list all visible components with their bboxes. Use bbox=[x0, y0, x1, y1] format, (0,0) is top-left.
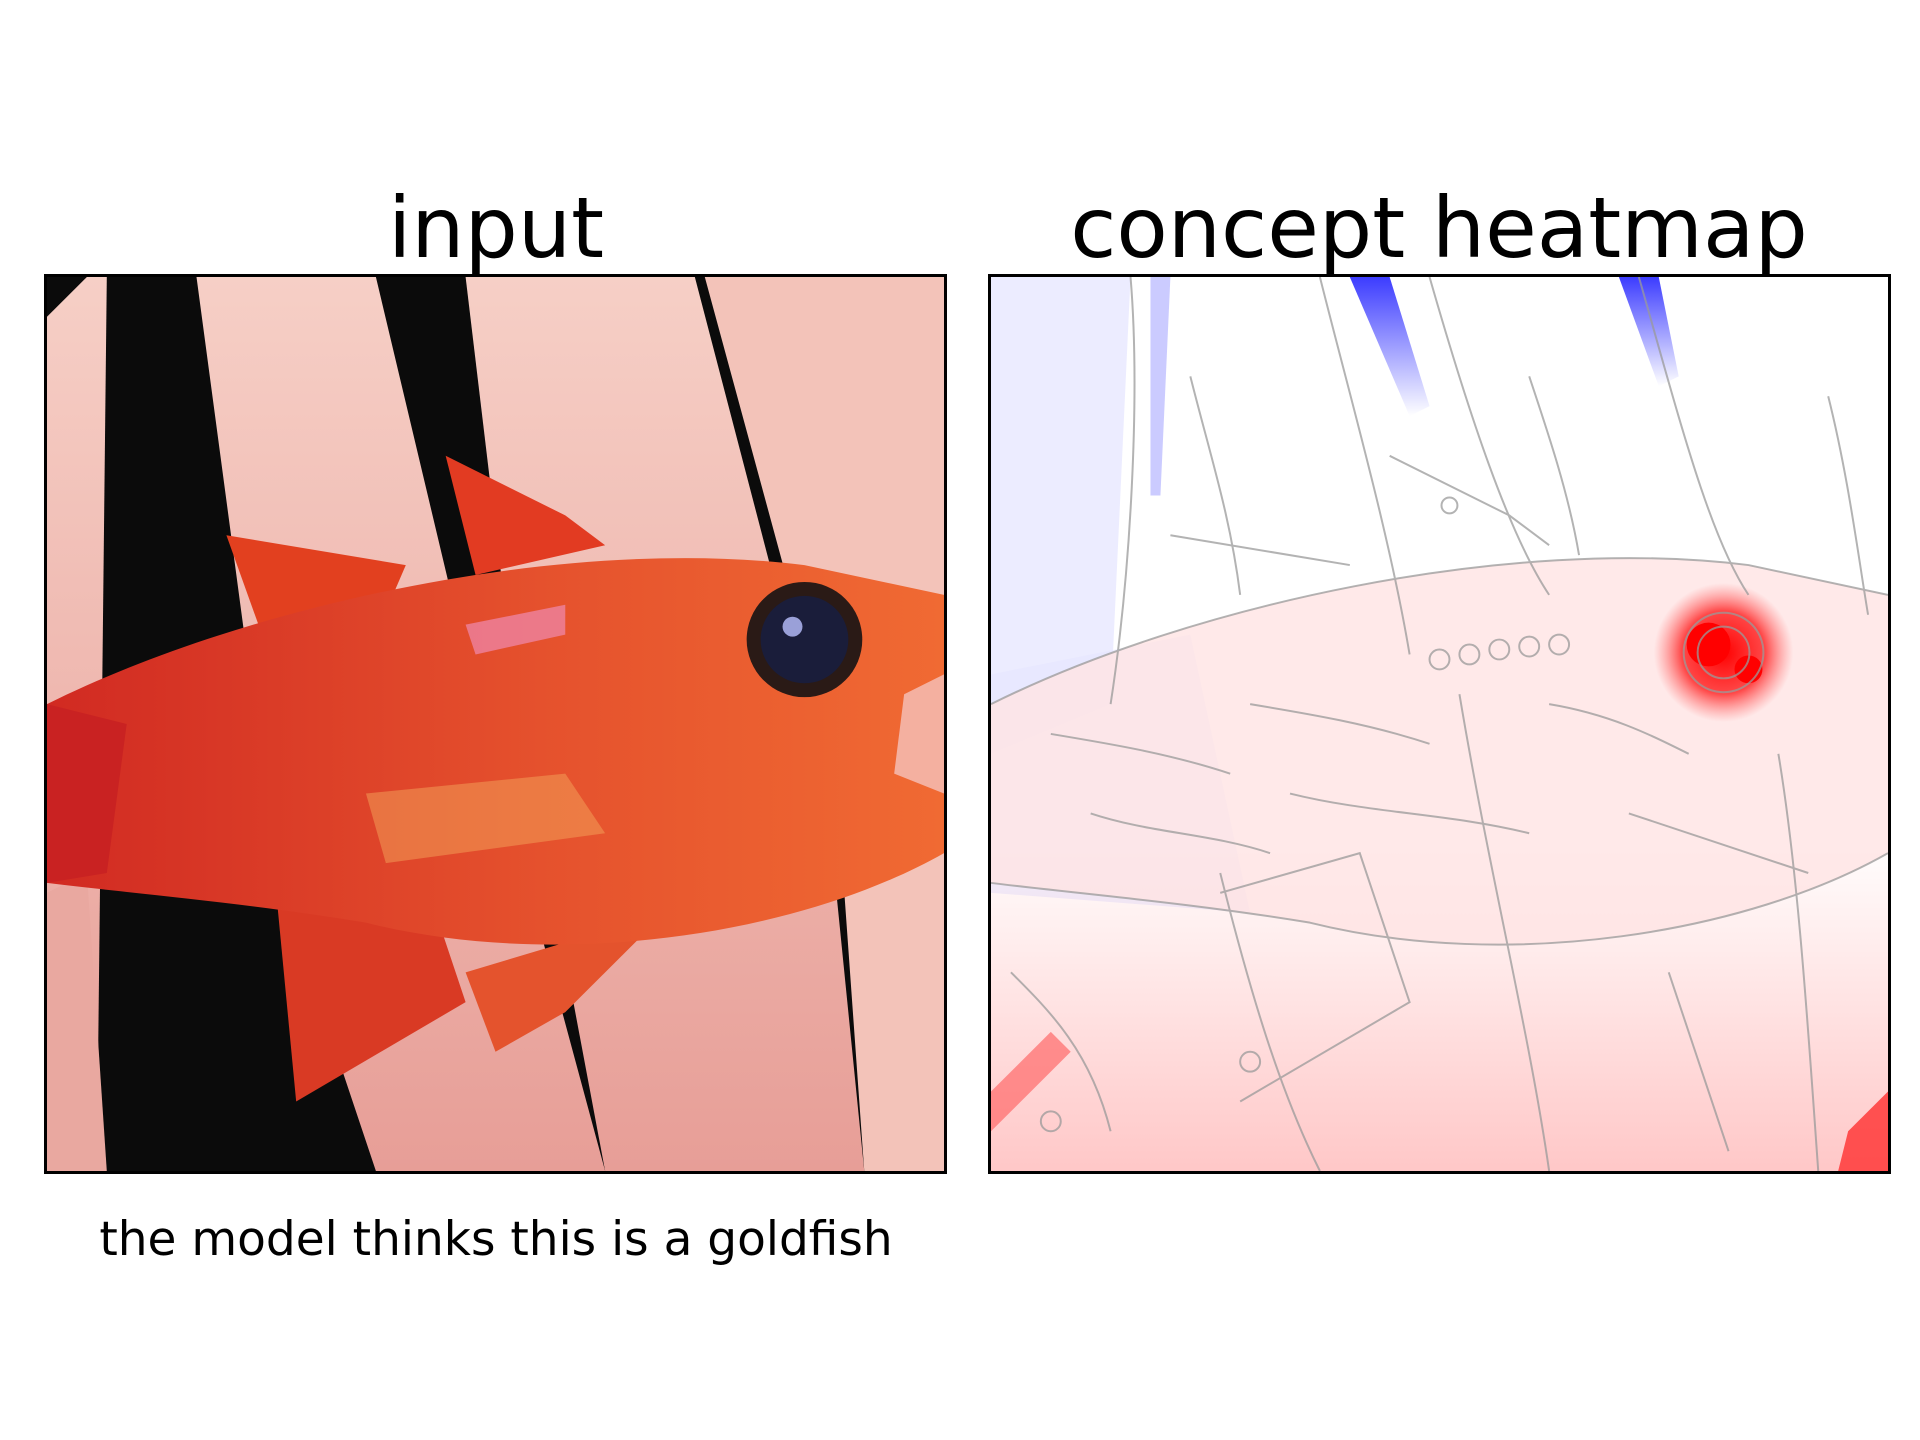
input-image bbox=[44, 274, 947, 1174]
input-panel-title: input bbox=[387, 179, 605, 277]
prediction-caption: the model thinks this is a goldfish bbox=[99, 1212, 893, 1267]
heatmap-panel-title: concept heatmap bbox=[1070, 179, 1808, 277]
fish-photo bbox=[47, 277, 944, 1171]
heatmap-image bbox=[991, 277, 1888, 1171]
concept-heatmap bbox=[988, 274, 1891, 1174]
